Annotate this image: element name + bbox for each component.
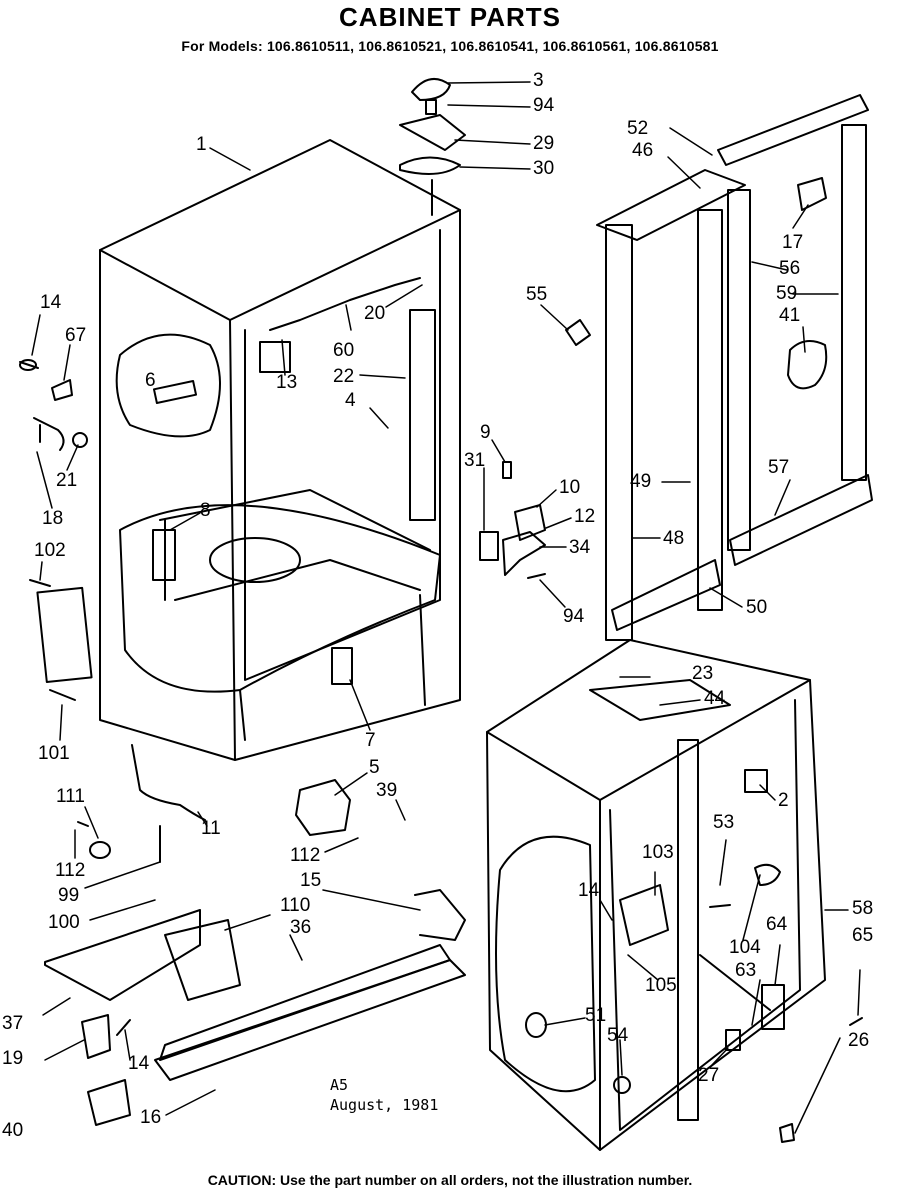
- callout: 100: [48, 912, 80, 933]
- callout: 34: [569, 537, 591, 558]
- callout: 21: [56, 470, 78, 491]
- callout: 64: [766, 914, 788, 935]
- callout: 14: [578, 880, 600, 901]
- callout: 46: [632, 140, 654, 161]
- callout: 2: [778, 790, 789, 811]
- callout: 3: [533, 70, 544, 91]
- callout: 112: [55, 860, 86, 881]
- callout: 60: [333, 340, 355, 361]
- callout: 10: [559, 477, 581, 498]
- callout: 65: [852, 925, 874, 946]
- callout: 16: [140, 1107, 162, 1128]
- middle-small-parts-drawing: [480, 462, 545, 578]
- callout: 14: [128, 1053, 150, 1074]
- door-gasket-drawing: [566, 95, 872, 640]
- callout: 6: [145, 370, 156, 391]
- callout: 51: [585, 1005, 607, 1026]
- callout: 39: [376, 780, 398, 801]
- callout: 23: [692, 663, 714, 684]
- callout: 94: [533, 95, 555, 116]
- callout: 52: [627, 118, 649, 139]
- callout: 19: [2, 1048, 24, 1069]
- callout: 31: [464, 450, 486, 471]
- callout: 102: [34, 540, 66, 561]
- callout: 103: [642, 842, 674, 863]
- leader-lines: [32, 82, 860, 1133]
- callout: 26: [848, 1030, 870, 1051]
- callout: 53: [713, 812, 735, 833]
- callout: 27: [698, 1065, 720, 1086]
- callout: 57: [768, 457, 790, 478]
- revision-note: A5 August, 1981: [330, 1075, 438, 1115]
- callout: 63: [735, 960, 757, 981]
- callout: 8: [200, 500, 211, 521]
- callout: 9: [480, 422, 491, 443]
- callout: 22: [333, 366, 355, 387]
- callout: 94: [563, 606, 585, 627]
- callout: 40: [2, 1120, 24, 1141]
- callout: 41: [779, 305, 801, 326]
- left-small-parts-drawing: [20, 360, 92, 700]
- callout: 44: [704, 688, 726, 709]
- callout: 67: [65, 325, 87, 346]
- page-title: CABINET PARTS: [339, 2, 561, 32]
- callout: 101: [38, 743, 70, 764]
- callout: 112: [290, 845, 321, 866]
- callout: 37: [2, 1013, 24, 1034]
- callout: 110: [280, 895, 311, 916]
- callout: 1: [196, 134, 207, 155]
- callout: 99: [58, 885, 80, 906]
- callout: 18: [42, 508, 64, 529]
- callout: 7: [365, 730, 376, 751]
- callout: 13: [276, 372, 298, 393]
- revision-date: August, 1981: [330, 1096, 439, 1114]
- callout: 30: [533, 158, 555, 179]
- callout: 50: [746, 597, 768, 618]
- callout: 12: [574, 506, 596, 527]
- callout: 29: [533, 133, 555, 154]
- bottom-left-parts-drawing: [45, 745, 465, 1125]
- callout: 14: [40, 292, 62, 313]
- callout: 36: [290, 917, 312, 938]
- top-hinge-drawing: [400, 79, 465, 215]
- callout: 55: [526, 284, 548, 305]
- callout: 4: [345, 390, 356, 411]
- caution-footer: CAUTION: Use the part number on all orde…: [207, 1172, 693, 1188]
- revision-code: A5: [330, 1076, 349, 1094]
- callout: 58: [852, 898, 874, 919]
- callout: 111: [56, 786, 85, 807]
- callout: 54: [607, 1025, 629, 1046]
- freezer-cabinet-drawing: [100, 140, 460, 760]
- model-list: For Models: 106.8610511, 106.8610521, 10…: [181, 38, 719, 54]
- callout: 15: [300, 870, 322, 891]
- callout: 11: [201, 818, 221, 839]
- callout: 59: [776, 283, 798, 304]
- callout: 104: [729, 937, 761, 958]
- callout: 20: [364, 303, 386, 324]
- callout: 17: [782, 232, 804, 253]
- refrigerator-cabinet-drawing: [487, 640, 862, 1150]
- callout: 48: [663, 528, 685, 549]
- callout: 5: [369, 757, 380, 778]
- callout: 49: [630, 471, 652, 492]
- callout: 105: [645, 975, 677, 996]
- callout: 56: [779, 258, 801, 279]
